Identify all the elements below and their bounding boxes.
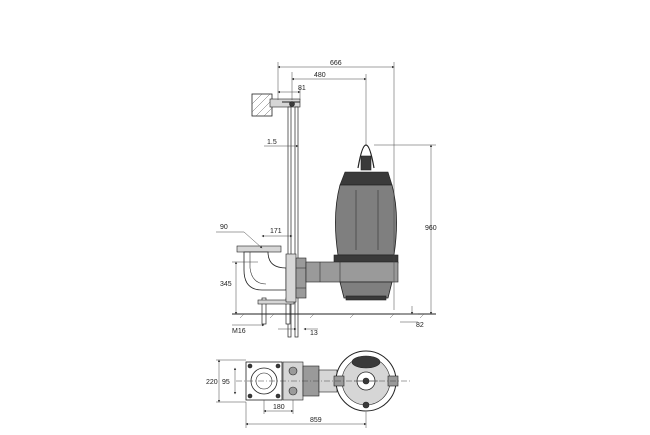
dimension-480-label: 480 [314,72,326,79]
dimension-1-5-label: 1.5 [267,139,277,146]
dimension-171: 171 [261,228,293,238]
pump-unit [305,144,399,301]
dimension-480: 480 [291,72,367,145]
guide-rails [287,106,299,338]
dimension-960: 960 [374,144,437,315]
dimension-345: 345 [220,261,258,315]
dimension-171-label: 171 [270,228,282,235]
dimension-81: 81 [277,85,306,100]
side-elevation-view: 666 480 81 1.5 90 171 [216,60,437,338]
dimension-82-label: 82 [416,322,424,329]
dimension-13: 13 [278,327,318,337]
dimension-90-label: 90 [220,224,228,231]
dimension-859: 859 [245,402,367,428]
dimension-m16: M16 [232,323,265,335]
dimension-960-label: 960 [425,225,437,232]
dimension-13-label: 13 [310,330,318,337]
plan-view: 220 95 180 859 [206,350,410,428]
wall-bracket [251,93,301,117]
dimension-90: 90 [216,224,263,249]
dimension-180: 180 [263,400,294,414]
dimension-220-label: 220 [206,379,218,386]
dimension-95-label: 95 [222,379,230,386]
dimension-m16-label: M16 [232,328,246,335]
dimension-82: 82 [400,306,424,329]
dimension-859-label: 859 [310,417,322,424]
dimension-180-label: 180 [273,404,285,411]
dimension-220: 220 [206,359,246,403]
dimension-345-label: 345 [220,281,232,288]
dimension-1-5: 1.5 [264,139,299,148]
dimension-666: 666 [277,60,395,310]
dimension-666-label: 666 [330,60,342,67]
dimension-95: 95 [222,367,237,395]
discharge-elbow [236,245,307,325]
dimension-81-label: 81 [298,85,306,92]
